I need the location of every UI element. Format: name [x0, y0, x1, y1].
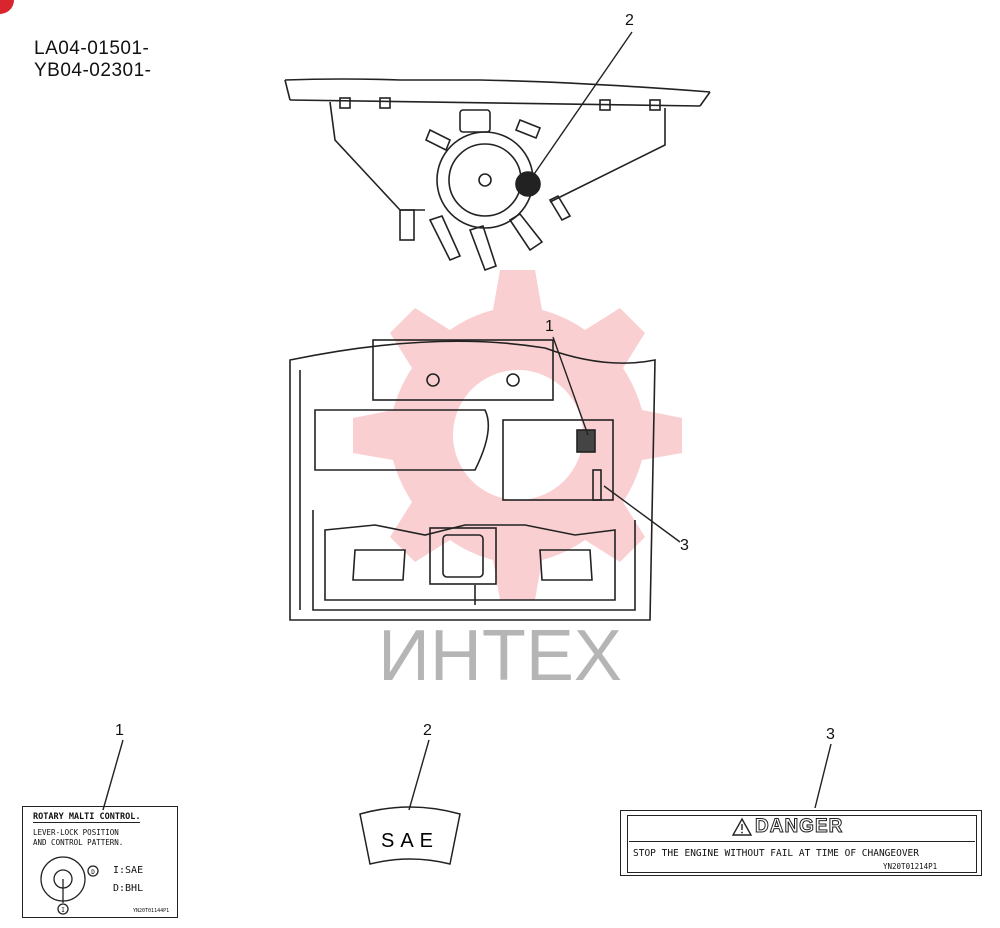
label1-opt1: I:SAE	[113, 865, 144, 876]
label3-heading: DANGER	[754, 816, 844, 838]
leader-line-3-detail	[814, 743, 832, 809]
label1-title: ROTARY MALTI CONTROL.	[33, 812, 141, 823]
label-rotary-control: ROTARY MALTI CONTROL. LEVER-LOCK POSITIO…	[22, 806, 178, 918]
label3-body: STOP THE ENGINE WITHOUT FAIL AT TIME OF …	[633, 848, 919, 859]
leader-line-2-detail	[408, 739, 430, 811]
label3-inner-frame	[627, 815, 977, 873]
label-danger: DANGER STOP THE ENGINE WITHOUT FAIL AT T…	[620, 810, 982, 876]
callout-2-detail: 2	[423, 722, 432, 739]
callout-1-detail: 1	[115, 722, 124, 739]
label3-partno: YN20T01214P1	[883, 862, 938, 871]
watermark-text: ИНТЕХ	[378, 616, 622, 690]
callout-2-top: 2	[625, 12, 634, 29]
label2-text: SAE	[381, 830, 439, 852]
leader-line-2	[529, 31, 633, 181]
marker-i: I	[61, 907, 65, 914]
label1-partno: YN20T01144P1	[133, 908, 170, 914]
callout-3-detail: 3	[826, 726, 835, 743]
leader-line-1-panel	[552, 336, 589, 436]
label1-opt2: D:BHL	[113, 883, 144, 894]
leader-line-3-panel	[603, 485, 681, 543]
serial-range-1: LA04-01501-	[34, 38, 150, 59]
label3-divider	[629, 841, 975, 842]
brand-dot	[0, 0, 14, 14]
label-sae: SAE	[359, 806, 461, 865]
leader-line-1-detail	[102, 739, 124, 811]
marker-d: D	[91, 869, 95, 876]
warning-triangle-icon	[731, 817, 753, 836]
serial-range-2: YB04-02301-	[34, 60, 152, 81]
lever-icon: D I	[40, 856, 99, 915]
watermark-logo: ИНТЕХ	[353, 270, 682, 690]
label1-line1: LEVER-LOCK POSITION	[33, 828, 119, 837]
callout-1-panel: 1	[545, 318, 554, 335]
rotary-valve-assembly	[284, 78, 711, 272]
label1-line2: AND CONTROL PATTERN.	[33, 838, 124, 847]
callout-3-panel: 3	[680, 537, 689, 554]
floor-panel-view	[289, 339, 656, 621]
